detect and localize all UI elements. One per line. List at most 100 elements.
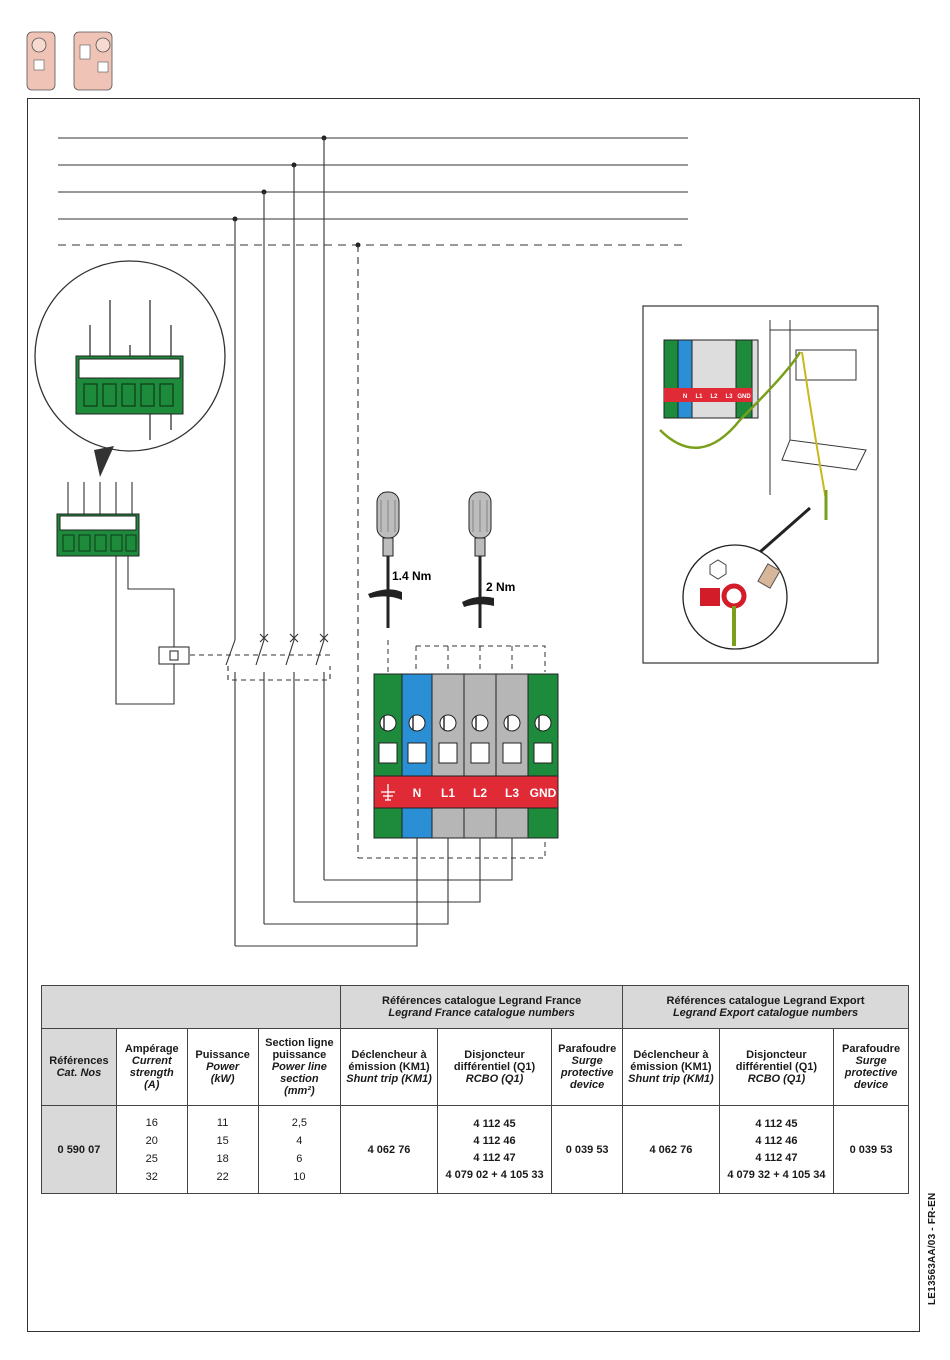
col-header-ref: Références Cat. Nos <box>41 1028 117 1106</box>
group-header-export: Références catalogue Legrand Export Legr… <box>622 985 909 1029</box>
power-value: 11 <box>216 1116 229 1129</box>
cell-fr-rcbo: 4 112 45 4 112 46 4 112 47 4 079 02 + 4 … <box>436 1105 553 1194</box>
cell-ref: 0 590 07 <box>41 1105 117 1194</box>
group-export-en: Legrand Export catalogue numbers <box>672 1007 859 1019</box>
shunt-trip-coil <box>115 555 190 705</box>
installation-inset <box>642 305 879 664</box>
dashed-screw-links <box>358 640 546 859</box>
cell-ex-rcbo: 4 112 45 4 112 46 4 112 47 4 079 32 + 4 … <box>718 1105 835 1194</box>
section-value: 2,5 <box>291 1116 308 1129</box>
table-header-blank <box>40 985 342 1029</box>
amp-value: 20 <box>145 1134 158 1147</box>
col-header-amp: Ampérage Current strength (A) <box>115 1028 188 1106</box>
cell-section: 2,5 4 6 10 <box>257 1105 342 1194</box>
rcbo-value: 4 079 32 + 4 105 34 <box>727 1168 826 1181</box>
col-section-unit: (mm²) <box>284 1085 315 1097</box>
col-header-power: Puissance Power (kW) <box>186 1028 259 1106</box>
rcbo-value: 4 112 46 <box>473 1134 516 1147</box>
rcbo-value: 4 112 45 <box>473 1117 516 1130</box>
power-value: 22 <box>216 1170 229 1183</box>
block-output-wires <box>235 838 513 947</box>
col-ref-en: Cat. Nos <box>56 1067 102 1079</box>
col-header-section: Section ligne puissance Power line secti… <box>257 1028 342 1106</box>
col-ex-rcbo-fr: Disjoncteur différentiel (Q1) <box>735 1049 818 1073</box>
terminal-label-l2: L2 <box>473 786 487 800</box>
breaker-contacts <box>190 633 331 946</box>
col-header-ex-rcbo: Disjoncteur différentiel (Q1) RCBO (Q1) <box>718 1028 835 1106</box>
col-power-fr: Puissance <box>195 1049 250 1061</box>
torque-right-label: 2 Nm <box>486 580 515 594</box>
connector-block-small <box>56 482 140 557</box>
screwdriver-icon <box>462 491 494 628</box>
group-france-en: Legrand France catalogue numbers <box>388 1007 575 1019</box>
col-ex-spd-en: Surge protective device <box>844 1055 898 1091</box>
col-fr-spd-fr: Parafoudre <box>558 1043 617 1055</box>
inset-label-l1: L1 <box>695 394 703 400</box>
col-ex-rcbo-en: RCBO (Q1) <box>747 1073 806 1085</box>
rcbo-value: 4 112 47 <box>473 1151 516 1164</box>
terminal-block <box>373 673 559 839</box>
power-value: 18 <box>216 1152 229 1165</box>
col-amp-fr: Ampérage <box>124 1043 179 1055</box>
cell-fr-shunt: 4 062 76 <box>340 1105 438 1194</box>
col-header-fr-shunt: Déclencheur à émission (KM1) Shunt trip … <box>340 1028 438 1106</box>
col-header-fr-spd: Parafoudre Surge protective device <box>551 1028 624 1106</box>
section-value: 4 <box>296 1134 303 1147</box>
wiring-diagram: 1.4 Nm 2 Nm <box>26 31 879 947</box>
col-section-en: Power line section <box>271 1061 327 1085</box>
table-row: 0 590 07 16 20 25 32 11 15 18 22 2,5 4 6… <box>41 1105 909 1194</box>
cell-amps: 16 20 25 32 <box>115 1105 188 1194</box>
col-section-fr: Section ligne puissance <box>265 1037 334 1061</box>
screwdriver-icon <box>368 491 402 628</box>
col-ex-shunt-fr: Déclencheur à émission (KM1) <box>630 1049 712 1073</box>
document-code: LE13563AA/03 - FR-EN <box>927 1192 938 1305</box>
col-fr-rcbo-en: RCBO (Q1) <box>465 1073 524 1085</box>
rcbo-value: 4 112 46 <box>755 1134 798 1147</box>
col-ref-fr: Références <box>49 1055 109 1067</box>
col-header-ex-spd: Parafoudre Surge protective device <box>833 1028 909 1106</box>
col-power-unit: (kW) <box>210 1073 235 1085</box>
amp-value: 25 <box>145 1152 158 1165</box>
phase-drops <box>234 138 359 858</box>
col-header-fr-rcbo: Disjoncteur différentiel (Q1) RCBO (Q1) <box>436 1028 553 1106</box>
cell-ex-spd: 0 039 53 <box>833 1105 909 1194</box>
col-ex-spd-fr: Parafoudre <box>842 1043 901 1055</box>
col-power-en: Power <box>206 1061 240 1073</box>
col-amp-en: Current strength <box>129 1055 174 1079</box>
torque-left-label: 1.4 Nm <box>392 569 431 583</box>
rcbo-value: 4 112 47 <box>755 1151 798 1164</box>
col-fr-shunt-en: Shunt trip (KM1) <box>346 1073 432 1085</box>
cell-fr-spd: 0 039 53 <box>551 1105 624 1194</box>
amp-value: 32 <box>145 1170 158 1183</box>
inset-label-l2: L2 <box>710 394 718 400</box>
inset-label-l3: L3 <box>725 394 733 400</box>
product-thumbnail-icon <box>26 31 113 91</box>
terminal-label-l3: L3 <box>505 786 519 800</box>
supply-bus-lines <box>58 137 688 246</box>
rcbo-value: 4 112 45 <box>755 1117 798 1130</box>
col-fr-shunt-fr: Déclencheur à émission (KM1) <box>348 1049 430 1073</box>
group-header-france: Références catalogue Legrand France Legr… <box>340 985 624 1029</box>
terminal-label-n: N <box>413 786 422 800</box>
inset-label-n: N <box>683 394 687 400</box>
col-amp-unit: (A) <box>144 1079 160 1091</box>
inset-label-gnd: GND <box>737 394 751 400</box>
rcbo-value: 4 079 02 + 4 105 33 <box>445 1168 544 1181</box>
amp-value: 16 <box>145 1116 158 1129</box>
terminal-label-gnd: GND <box>530 786 557 800</box>
cell-power: 11 15 18 22 <box>186 1105 259 1194</box>
col-fr-spd-en: Surge protective device <box>560 1055 614 1091</box>
group-export-fr: Références catalogue Legrand Export <box>666 995 865 1007</box>
col-header-ex-shunt: Déclencheur à émission (KM1) Shunt trip … <box>622 1028 720 1106</box>
cell-ex-shunt: 4 062 76 <box>622 1105 720 1194</box>
power-value: 15 <box>216 1134 229 1147</box>
section-value: 10 <box>293 1170 306 1183</box>
col-ex-shunt-en: Shunt trip (KM1) <box>628 1073 714 1085</box>
terminal-label-l1: L1 <box>441 786 455 800</box>
group-france-fr: Références catalogue Legrand France <box>382 995 582 1007</box>
page-frame <box>27 98 920 1332</box>
table-column-header-row: Références Cat. Nos Ampérage Current str… <box>41 1028 909 1106</box>
section-value: 6 <box>296 1152 303 1165</box>
connector-zoom-circle <box>34 260 226 477</box>
table-group-header-row: Références catalogue Legrand France Legr… <box>40 985 909 1029</box>
